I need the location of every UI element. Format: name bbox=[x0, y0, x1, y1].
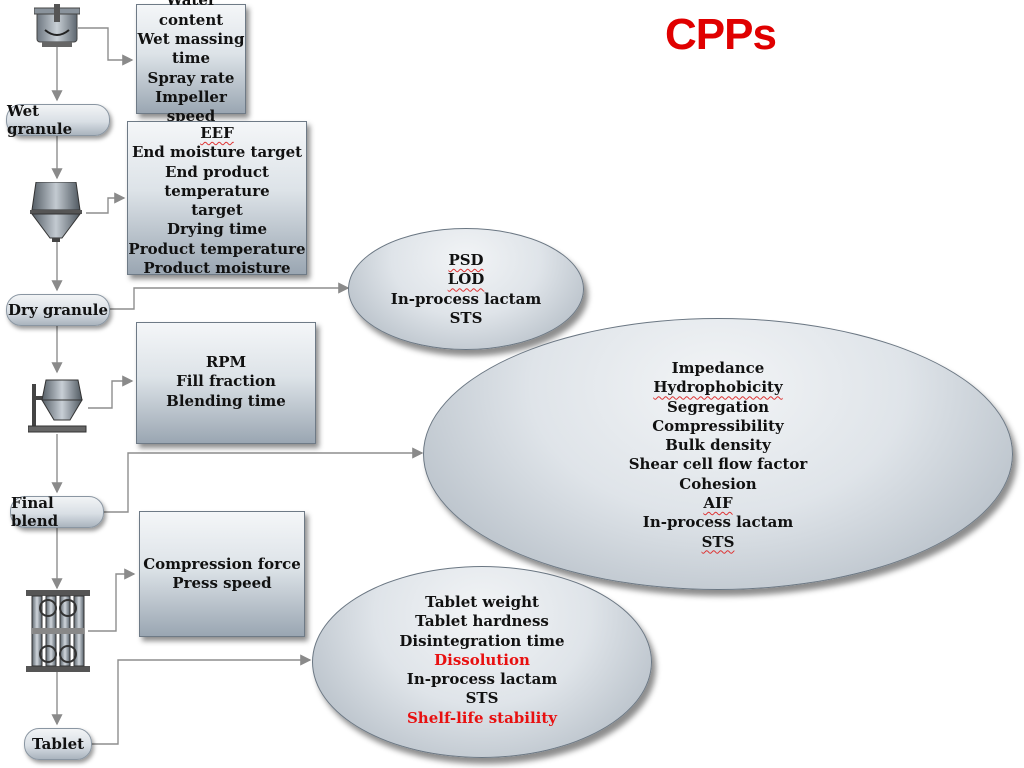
attribute-text: Bulk density bbox=[665, 436, 771, 455]
cpp-text: Product temperature bbox=[128, 239, 306, 258]
cpp-text: time bbox=[171, 49, 211, 68]
tablet-press-icon bbox=[26, 590, 90, 672]
cpp-text: target bbox=[191, 201, 243, 220]
attribute-text: LOD bbox=[447, 270, 485, 289]
cpp-box-compression: Compression force Press speed bbox=[139, 511, 305, 637]
cpp-text: Impeller speed bbox=[155, 87, 227, 126]
cpp-text: RPM bbox=[205, 353, 247, 371]
attribute-text: STS bbox=[701, 532, 735, 551]
cpp-text: Press speed bbox=[172, 574, 272, 593]
attribute-text: STS bbox=[449, 308, 483, 327]
cpp-text: Drying time bbox=[167, 220, 267, 239]
page-title: CPPs bbox=[665, 10, 777, 59]
ellipse-tablet: Tablet weight Tablet hardness Disintegra… bbox=[312, 566, 652, 758]
attribute-text: Hydrophobicity bbox=[653, 378, 783, 397]
cpp-text: Compression force bbox=[143, 555, 301, 573]
attribute-text-highlight: Shelf-life stability bbox=[406, 708, 558, 727]
attribute-text: AIF bbox=[703, 494, 733, 513]
ellipse-final-blend: Impedance Hydrophobicity Segregation Com… bbox=[423, 318, 1013, 590]
attribute-text: In-process lactam bbox=[642, 513, 794, 532]
cpp-box-drying: EEF End moisture target End product temp… bbox=[127, 121, 307, 278]
cpp-text: Product moisture bbox=[143, 259, 291, 278]
attribute-text: PSD bbox=[448, 251, 484, 269]
attribute-text: In-process lactam bbox=[406, 670, 558, 689]
cpp-text: Spray rate bbox=[147, 68, 235, 87]
attribute-text: Segregation bbox=[666, 397, 770, 416]
cpp-box-blending: RPM Fill fraction Blending time bbox=[136, 322, 316, 444]
stage-dry-granule: Dry granule bbox=[6, 294, 110, 326]
attribute-text-highlight: Dissolution bbox=[434, 650, 530, 669]
cpp-text: Water content bbox=[158, 0, 224, 29]
attribute-text: Tablet weight bbox=[425, 593, 539, 611]
attribute-text: STS bbox=[465, 689, 499, 708]
ellipse-dry-granule: PSD LOD In-process lactam STS bbox=[348, 228, 584, 350]
stage-wet-granule: Wet granule bbox=[6, 102, 110, 138]
attribute-text: Cohesion bbox=[679, 474, 757, 493]
cpp-text: Blending time bbox=[166, 391, 286, 410]
cpp-text: Fill fraction bbox=[176, 372, 276, 391]
cpp-text: Wet massing bbox=[137, 30, 245, 49]
stage-tablet: Tablet bbox=[24, 728, 92, 760]
attribute-text: Compressibility bbox=[652, 416, 784, 435]
cpp-text: EEF bbox=[200, 124, 234, 142]
attribute-text: Impedance bbox=[671, 359, 765, 377]
attribute-text: Tablet hardness bbox=[415, 612, 549, 631]
attribute-text: Disintegration time bbox=[399, 631, 565, 650]
granulator-icon bbox=[34, 4, 80, 47]
cpp-text: End moisture target bbox=[131, 143, 303, 162]
bin-blender-icon bbox=[28, 379, 87, 433]
attribute-text: Shear cell flow factor bbox=[628, 455, 808, 474]
fluid-bed-dryer-icon bbox=[30, 182, 82, 242]
cpp-text: End product temperature bbox=[164, 162, 270, 200]
stage-final-blend: Final blend bbox=[10, 494, 104, 530]
cpp-box-granulation: Water content Wet massing time Spray rat… bbox=[136, 0, 246, 125]
attribute-text: In-process lactam bbox=[390, 289, 542, 308]
